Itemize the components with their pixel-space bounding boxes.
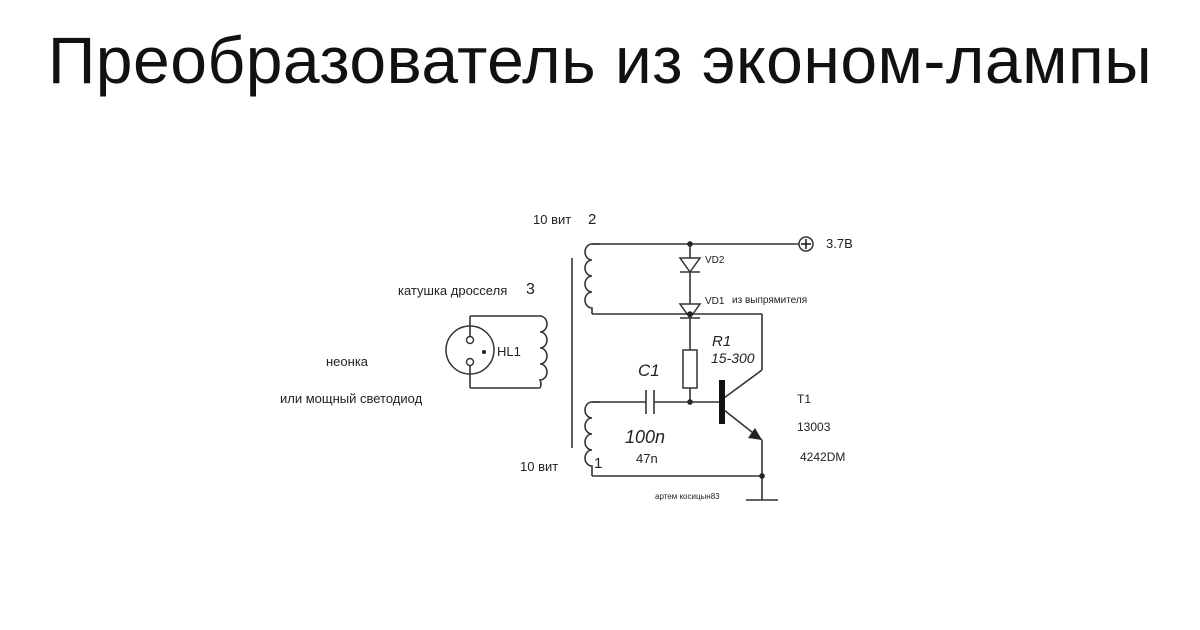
winding-3 bbox=[538, 315, 548, 389]
t1-type1-label: 13003 bbox=[797, 420, 831, 434]
capacitor-c1 bbox=[645, 390, 655, 414]
diode-vd2 bbox=[678, 257, 702, 274]
winding2-turns-label: 10 вит bbox=[533, 212, 571, 227]
vd2-label: VD2 bbox=[705, 255, 725, 266]
t1-name-label: T1 bbox=[797, 392, 811, 406]
r1-value-label: 15-300 bbox=[711, 350, 755, 366]
winding-1 bbox=[584, 401, 600, 476]
junction-dot bbox=[687, 311, 693, 317]
winding2-number: 2 bbox=[588, 211, 596, 228]
t1-type2-label: 4242DM bbox=[800, 450, 845, 464]
page-title: Преобразователь из эконом-лампы bbox=[47, 23, 1153, 97]
r1-name-label: R1 bbox=[712, 333, 731, 350]
supply-voltage-label: 3.7В bbox=[826, 236, 853, 251]
winding3-number: 3 bbox=[526, 281, 535, 298]
vd1-label: VD1 bbox=[705, 296, 725, 307]
c1-value-label: 100n bbox=[625, 427, 665, 447]
author-label: артем косицын83 bbox=[655, 492, 720, 501]
resistor-r1 bbox=[682, 349, 698, 389]
supply-terminal bbox=[798, 236, 814, 252]
winding1-turns-label: 10 вит bbox=[520, 459, 558, 474]
hl1-label: HL1 bbox=[497, 344, 521, 359]
c1-alt-value-label: 47n bbox=[636, 451, 658, 466]
led-alt-label: или мощный светодиод bbox=[280, 391, 423, 406]
winding1-number: 1 bbox=[594, 455, 602, 472]
choke-coil-label: катушка дросселя bbox=[398, 283, 507, 298]
neon-label: неонка bbox=[326, 354, 369, 369]
wire-collector-diag bbox=[723, 369, 763, 399]
transistor-t1 bbox=[719, 380, 763, 441]
winding-2 bbox=[584, 243, 600, 314]
from-rectifier-label: из выпрямителя bbox=[732, 295, 807, 306]
c1-name-label: C1 bbox=[638, 361, 660, 380]
